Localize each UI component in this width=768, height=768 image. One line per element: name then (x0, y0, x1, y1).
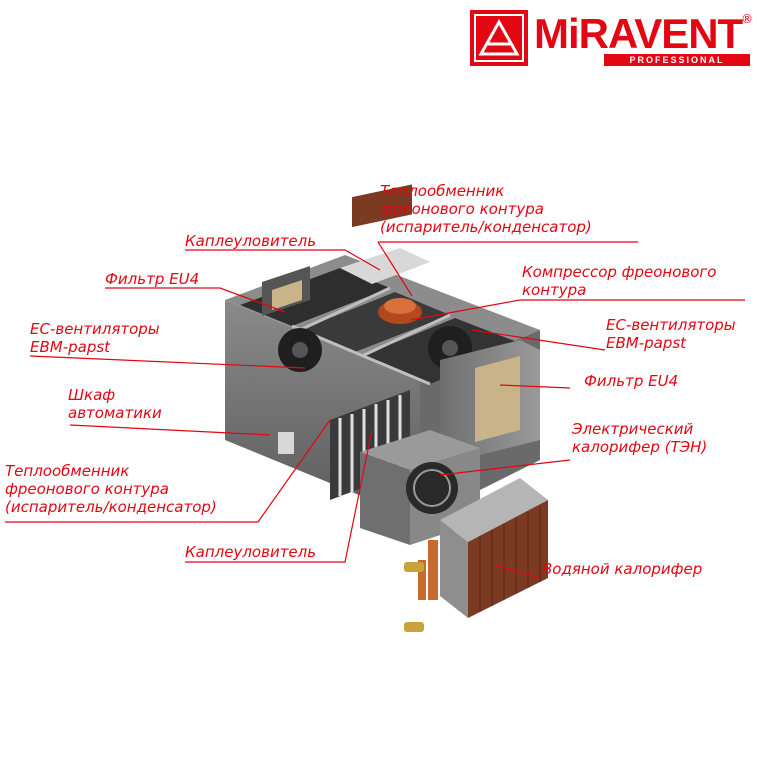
brand-name: MiRAVENT (534, 10, 743, 57)
filter-left (262, 266, 310, 316)
water-heater (404, 478, 548, 632)
logo-emblem-icon (470, 10, 528, 66)
label-line: Компрессор фреонового (522, 263, 717, 281)
leader-lines (5, 241, 745, 579)
label-line: фреонового контура (5, 480, 169, 498)
label-line: калорифер (ТЭН) (572, 438, 708, 456)
registered-mark: ® (741, 12, 753, 26)
label-line: (испаритель/конденсатор) (380, 218, 592, 236)
filter-right (440, 340, 540, 460)
label-hx-top: Теплообменник фреонового контура (испари… (380, 182, 592, 236)
label-line: контура (522, 281, 587, 299)
label-cabinet: Шкаф автоматики (68, 386, 162, 422)
label-filter-right: Фильтр EU4 (584, 372, 679, 390)
label-line: EC-вентиляторы (606, 316, 736, 334)
label-compressor: Компрессор фреонового контура (522, 263, 716, 299)
label-fans-left: EC-вентиляторы EBM-papst (30, 320, 160, 356)
brand-subtitle: PROFESSIONAL (604, 54, 750, 66)
label-line: EC-вентиляторы (30, 320, 160, 338)
label-line: автоматики (68, 404, 162, 422)
top-heat-exchanger (340, 184, 430, 284)
label-hx-bottom: Теплообменник фреонового контура (испари… (5, 462, 217, 516)
label-filter-left: Фильтр EU4 (105, 270, 200, 288)
label-line: Теплообменник (380, 182, 505, 200)
compressor (378, 298, 422, 324)
automation-cabinet (278, 432, 294, 454)
ec-fan-left (278, 328, 322, 372)
label-line: (испаритель/конденсатор) (5, 498, 217, 516)
label-line: Теплообменник (5, 462, 130, 480)
label-line: EBM-papst (30, 338, 111, 356)
label-drip-bottom: Каплеуловитель (185, 543, 317, 561)
label-line: EBM-papst (606, 334, 687, 352)
label-line: Шкаф (68, 386, 116, 404)
brand-logo: MiRAVENT ® PROFESSIONAL (470, 10, 755, 66)
label-line: Электрический (572, 420, 694, 438)
label-fans-right: EC-вентиляторы EBM-papst (606, 316, 736, 352)
label-line: фреонового контура (380, 200, 544, 218)
label-electric-heater: Электрический калорифер (ТЭН) (572, 420, 707, 456)
label-drip-top: Каплеуловитель (185, 232, 317, 250)
label-water-heater: Водяной калорифер (542, 560, 703, 578)
